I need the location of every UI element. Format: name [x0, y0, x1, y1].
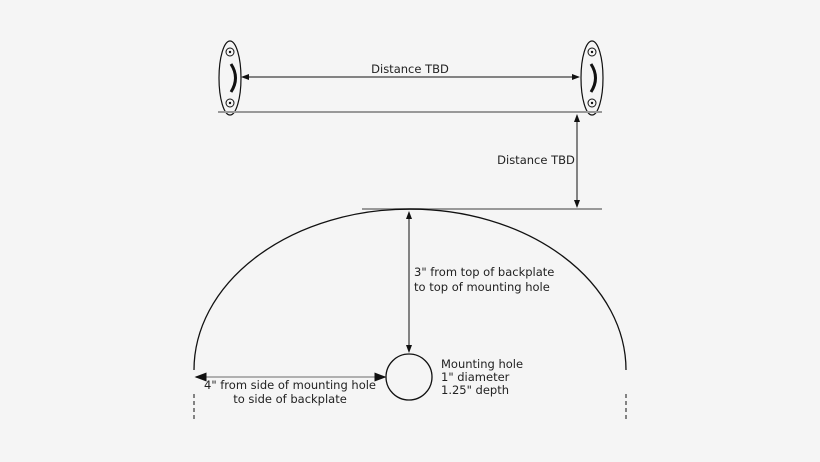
top-offset-label-2: to top of mounting hole: [414, 280, 550, 294]
top-distance-label: Distance TBD: [371, 62, 449, 76]
backplate-outline: [193, 208, 627, 371]
mounting-hole: [385, 353, 433, 401]
hole-label-3: 1.25" depth: [441, 383, 509, 397]
hole-label-2: 1" diameter: [441, 370, 510, 384]
vertical-distance-label: Distance TBD: [497, 153, 575, 167]
top-offset-label-1: 3" from top of backplate: [414, 265, 554, 279]
side-offset-label-1: 4" from side of mounting hole: [204, 378, 376, 392]
hole-label-1: Mounting hole: [441, 357, 523, 371]
left-mount-icon: [218, 40, 242, 116]
right-mount-icon: [580, 40, 604, 116]
side-offset-label-2: to side of backplate: [233, 392, 347, 406]
